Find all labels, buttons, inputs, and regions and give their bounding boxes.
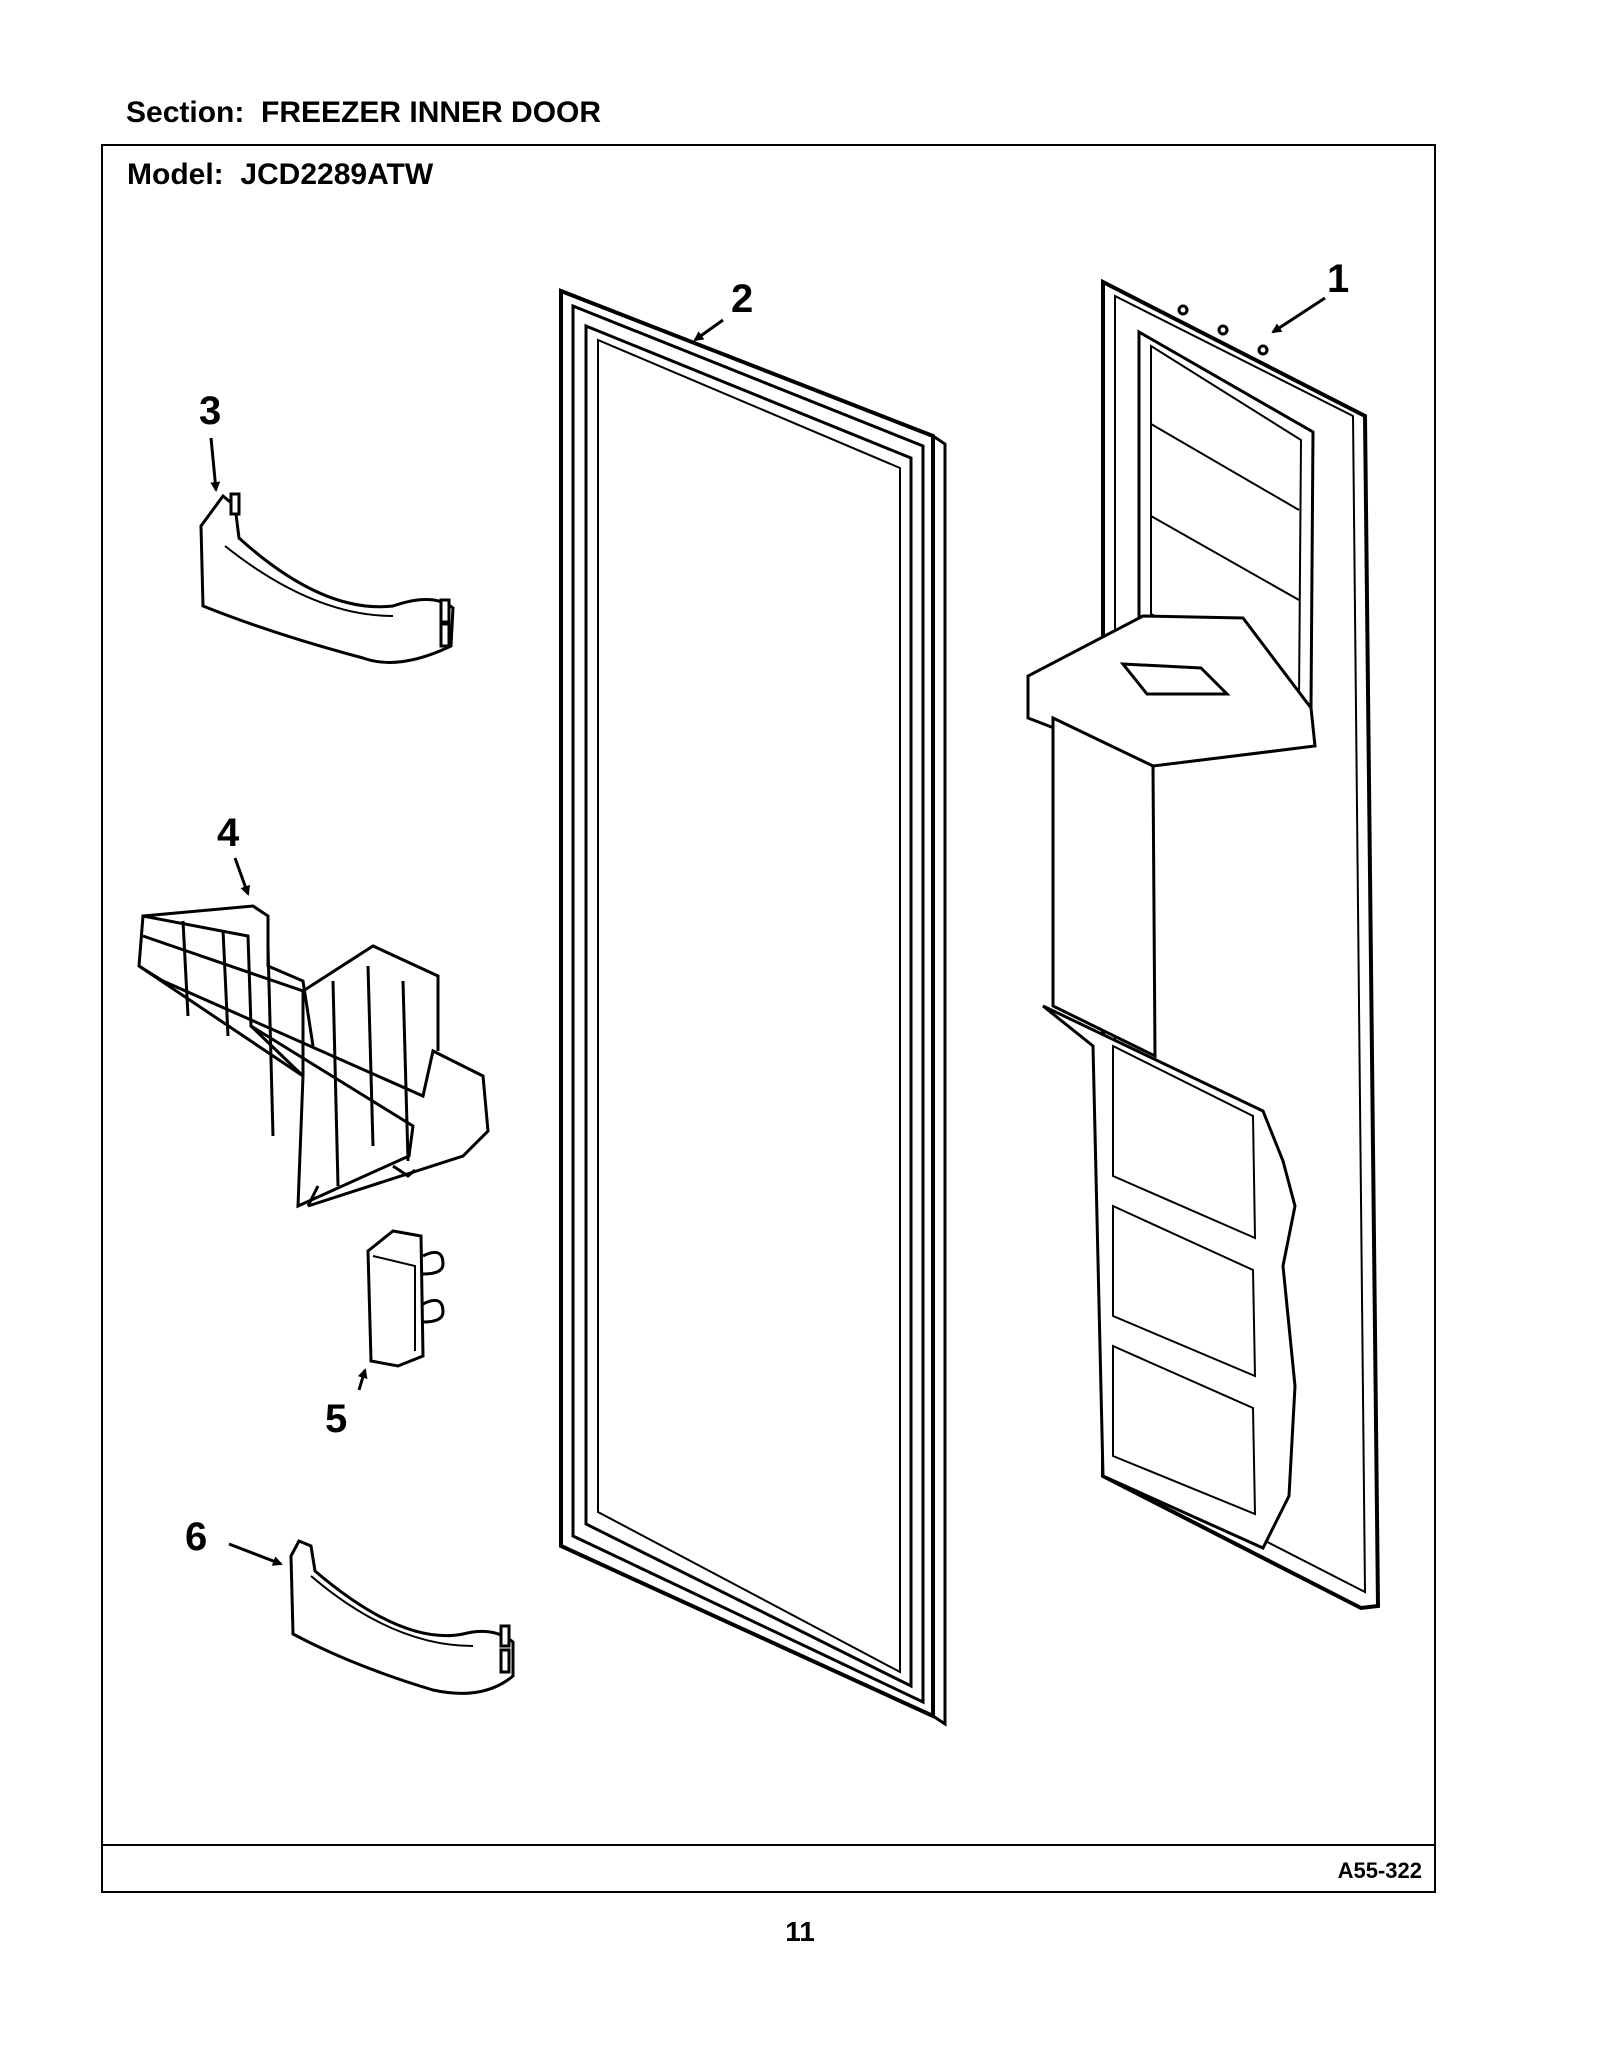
model-title: Model: JCD2289ATW [127, 158, 433, 192]
exploded-parts-diagram: 1 2 3 4 5 6 [137, 257, 1381, 1727]
drawing-code: A55-322 [1337, 1858, 1422, 1883]
wire-basket-part [137, 904, 490, 1209]
callout-5: 5 [325, 1397, 347, 1441]
bracket-part [366, 1229, 445, 1368]
diagram-frame: Model: JCD2289ATW [101, 144, 1436, 1893]
callout-4: 4 [217, 811, 240, 855]
section-title: Section: FREEZER INNER DOOR [126, 96, 601, 130]
callout-6: 6 [185, 1515, 207, 1559]
model-number: JCD2289ATW [240, 158, 434, 191]
section-name: FREEZER INNER DOOR [261, 96, 602, 129]
callout-2: 2 [731, 277, 753, 321]
callout-1: 1 [1327, 257, 1349, 301]
model-label: Model: [127, 158, 224, 191]
upper-door-bin-part [199, 492, 455, 664]
section-label: Section: [126, 96, 245, 129]
footer-divider [103, 1844, 1434, 1846]
inner-door-liner-part [1026, 278, 1381, 1611]
callout-3: 3 [199, 389, 221, 433]
door-gasket-part [559, 288, 947, 1727]
page-number: 11 [785, 1916, 815, 1947]
lower-door-bin-part [289, 1539, 515, 1695]
leader-arrows [209, 296, 1326, 1566]
